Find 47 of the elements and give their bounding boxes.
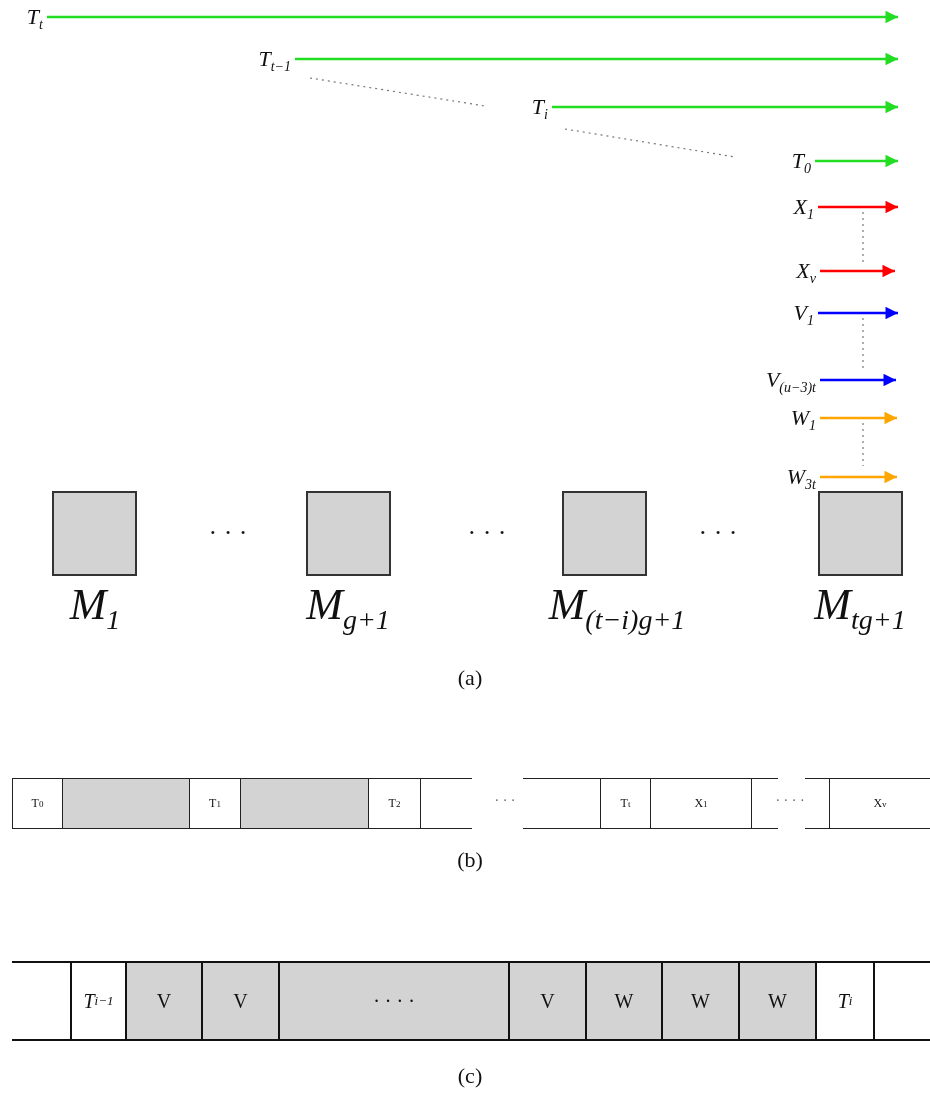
ellipsis: · · · [698, 518, 738, 548]
panel-caption: (c) [457, 1063, 483, 1089]
arrow [818, 200, 898, 214]
tape-cell: W [740, 961, 817, 1041]
tape-segment [752, 778, 778, 829]
variable-label: T$_{0}$ [765, 146, 811, 176]
arrow [818, 306, 898, 320]
variable-label: V$_{1}$ [770, 298, 814, 328]
arrow [552, 100, 898, 114]
tape-segment [12, 961, 70, 1041]
tape-cell: V [510, 961, 587, 1041]
ellipsis: · · · [494, 793, 516, 809]
variable-label: T$_{t−1}$ [230, 44, 291, 74]
shaded-tape-cell [63, 778, 190, 829]
tape-segment [421, 778, 472, 829]
variable-label: T$_{i}$ [515, 92, 548, 122]
tape-segment [875, 961, 930, 1041]
tape-segment [523, 778, 600, 829]
arrow [820, 411, 897, 425]
variable-label: X$_{v}$ [770, 256, 816, 286]
machine-label: M$_{g+1}$ [306, 579, 390, 636]
arrow [815, 154, 898, 168]
arrow [820, 470, 897, 484]
variable-label: V$_{(u−3)t}$ [715, 365, 816, 395]
machine-label: M$_{1}$ [69, 579, 121, 636]
arrow [47, 10, 898, 24]
tape-cell: W [663, 961, 740, 1041]
ellipsis: · · · · [775, 793, 805, 809]
tape-cell: W [587, 961, 663, 1041]
panel-caption: (b) [457, 847, 483, 873]
arrow [820, 264, 895, 278]
tape-cell: V [203, 961, 280, 1041]
tape-segment [805, 778, 829, 829]
shaded-tape-cell [241, 778, 369, 829]
variable-label: T$_{t}$ [5, 2, 43, 32]
tape-cell: V [127, 961, 203, 1041]
variable-label: W$_{1}$ [765, 403, 816, 433]
arrow [295, 52, 898, 66]
ellipsis: · · · [467, 518, 507, 548]
tape-cell: · · · · [280, 961, 510, 1041]
ellipsis: · · · [208, 518, 248, 548]
panel-caption: (a) [457, 665, 483, 691]
machine-label: M$_{(t−i)g+1}$ [548, 579, 686, 636]
variable-label: X$_{1}$ [770, 192, 814, 222]
machine-label: M$_{tg+1}$ [814, 579, 906, 636]
arrow [820, 373, 896, 387]
variable-label: W$_{3t}$ [745, 462, 816, 492]
